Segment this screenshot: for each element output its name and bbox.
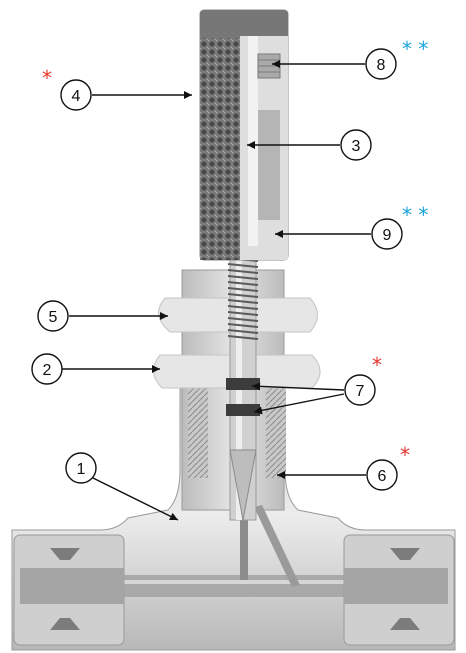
callout-8-circle [365, 48, 397, 80]
callout-5-label: 5 [49, 309, 58, 326]
callout-1-leader [92, 477, 179, 521]
callout-4-arrowhead [184, 91, 192, 99]
callout-4-circle [60, 79, 92, 111]
callout-1-arrowhead [169, 512, 178, 521]
knurled-handle [199, 9, 289, 261]
callout-7-circle [344, 374, 376, 406]
spring-coil [227, 269, 259, 274]
callout-3-circle [340, 129, 372, 161]
blue-marker-9: * * [402, 203, 428, 227]
callout-8-arrowhead [272, 60, 280, 68]
callout-8-label: 8 [377, 57, 386, 74]
spring-coil [227, 323, 259, 328]
callout-7-label: 7 [356, 383, 365, 400]
spring-coil [227, 317, 259, 322]
callout-7-arrowhead [252, 382, 261, 391]
callout-9-circle [371, 218, 403, 250]
blue-marker-8: * * [402, 37, 428, 61]
callout-3-arrowhead [247, 141, 255, 149]
callout-9-label: 9 [383, 227, 392, 244]
callout-layer: 1 2 3 4 5 6 7 8 9 [31, 48, 403, 521]
callout-7b-arrowhead [254, 406, 263, 415]
callout-5-circle [37, 300, 69, 332]
callout-4-label: 4 [72, 88, 81, 105]
red-marker-4: * [42, 66, 52, 90]
spring-coil [227, 329, 259, 334]
spring-coil [227, 287, 259, 292]
callout-3-label: 3 [352, 138, 361, 155]
spring-coil [227, 311, 259, 316]
callout-1-circle [65, 452, 97, 484]
callout-2-circle [31, 353, 63, 385]
callout-7b-leader [253, 393, 345, 413]
callout-6-circle [366, 459, 398, 491]
spring-coil [227, 293, 259, 298]
spring-coil [227, 263, 259, 268]
callout-6-label: 6 [378, 468, 387, 485]
callout-9-arrowhead [275, 230, 283, 238]
red-marker-7: * [372, 353, 382, 377]
spring-coil [227, 281, 259, 286]
spring-coil [227, 275, 259, 280]
spring-coil [227, 299, 259, 304]
callout-2-arrowhead [152, 365, 160, 373]
callout-6-arrowhead [277, 471, 285, 479]
callout-5-arrowhead [160, 312, 168, 320]
callout-7-leader [251, 385, 345, 391]
spring-coil [227, 335, 259, 340]
callout-1-label: 1 [77, 461, 86, 478]
red-marker-6: * [400, 443, 410, 467]
spring-coil [227, 305, 259, 310]
callout-2-label: 2 [43, 362, 52, 379]
